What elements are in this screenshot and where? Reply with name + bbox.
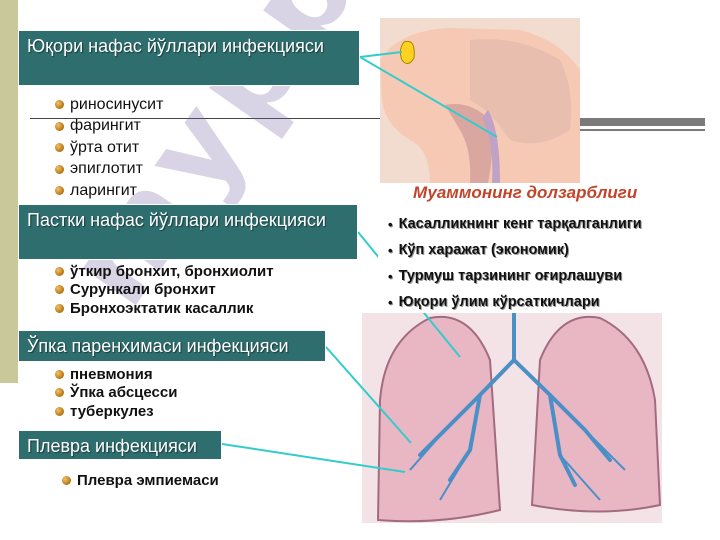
list-item: •Кўп харажат (экономик) bbox=[388, 242, 569, 258]
bullet-icon bbox=[55, 266, 64, 276]
divider-line bbox=[30, 118, 395, 119]
lower-list: ўткир бронхит, бронхиолит Сурункали брон… bbox=[55, 262, 274, 318]
square-bullet-icon: • bbox=[388, 294, 393, 310]
parenchyma-list: пневмония Ўпка абсцесси туберкулез bbox=[55, 365, 177, 421]
bullet-icon bbox=[55, 303, 64, 313]
importance-title: Муаммонинг долзарблиги bbox=[413, 183, 638, 202]
list-item: ўрта отит bbox=[55, 137, 163, 159]
list-item: •Турмуш тарзининг оғирлашуви bbox=[388, 268, 623, 284]
square-bullet-icon: • bbox=[388, 268, 393, 284]
list-item: Бронхоэктатик касаллик bbox=[55, 299, 274, 318]
pleura-item: Плевра эмпиемаси bbox=[62, 472, 219, 489]
importance-panel bbox=[378, 205, 708, 313]
head-airway-image bbox=[380, 18, 580, 183]
bullet-icon bbox=[55, 406, 64, 416]
bullet-icon bbox=[55, 186, 64, 196]
section-parenchyma-title: Ўпка паренхимаси инфекцияси bbox=[18, 330, 326, 362]
bullet-icon bbox=[55, 388, 64, 398]
bullet-icon bbox=[55, 143, 64, 153]
bullet-icon bbox=[55, 121, 64, 131]
lungs-image bbox=[362, 311, 662, 523]
section-pleura-title: Плевра инфекцияси bbox=[18, 430, 222, 460]
bullet-icon bbox=[55, 285, 64, 295]
bullet-icon bbox=[62, 476, 71, 485]
bullet-icon bbox=[55, 369, 64, 379]
list-item: ўткир бронхит, бронхиолит bbox=[55, 262, 274, 281]
list-item: риносинусит bbox=[55, 94, 163, 116]
square-bullet-icon: • bbox=[388, 216, 393, 232]
list-item: туберкулез bbox=[55, 402, 177, 421]
section-lower-title: Пастки нафас йўллари инфекцияси bbox=[18, 204, 358, 260]
list-item: фарингит bbox=[55, 116, 163, 138]
divider-bar-right-thin bbox=[580, 129, 705, 131]
square-bullet-icon: • bbox=[388, 242, 393, 258]
upper-list: риносинусит фарингит ўрта отит эпиглотит… bbox=[55, 94, 163, 202]
section-upper-title: Юқори нафас йўллари инфекцияси bbox=[18, 30, 360, 86]
list-item: Сурункали бронхит bbox=[55, 281, 274, 300]
divider-bar-right bbox=[580, 118, 705, 126]
bullet-icon bbox=[55, 100, 64, 110]
list-item: ларингит bbox=[55, 180, 163, 202]
list-item: Ўпка абсцесси bbox=[55, 384, 177, 403]
left-accent-bar bbox=[0, 0, 18, 383]
list-item: •Юқори ўлим кўрсаткичлари bbox=[388, 294, 600, 310]
list-item: •Касалликнинг кенг тарқалганлиги bbox=[388, 216, 642, 232]
bullet-icon bbox=[55, 164, 64, 174]
list-item: пневмония bbox=[55, 365, 177, 384]
importance-list: •Касалликнинг кенг тарқалганлиги •Кўп ха… bbox=[388, 211, 642, 315]
list-item: эпиглотит bbox=[55, 159, 163, 181]
